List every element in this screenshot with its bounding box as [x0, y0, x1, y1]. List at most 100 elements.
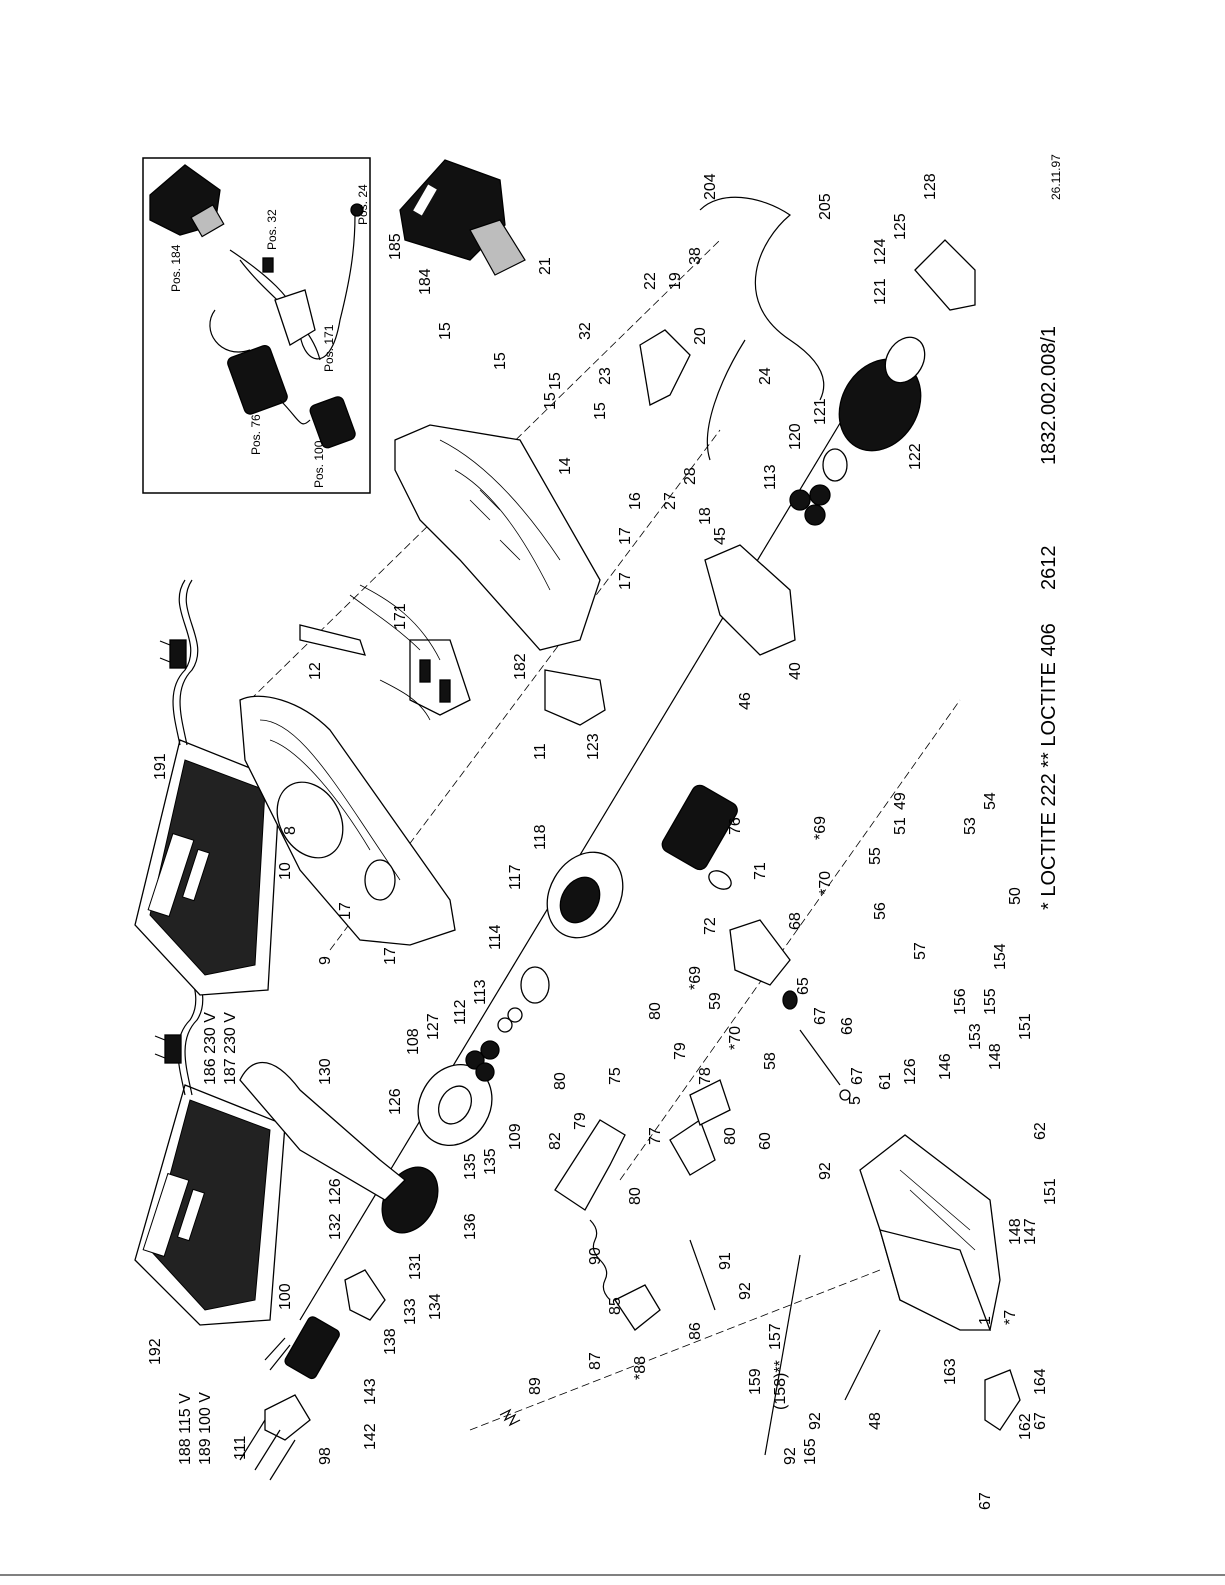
callout: 75	[607, 1067, 624, 1085]
callout: 72	[702, 917, 719, 935]
base-plate-1	[859, 1134, 1001, 1331]
callout: 128	[922, 173, 939, 200]
callout: 51	[892, 817, 909, 835]
lever-82	[554, 1119, 626, 1211]
callout: 163	[942, 1358, 959, 1385]
callout: 78	[697, 1067, 714, 1085]
callout: 91	[717, 1252, 734, 1270]
callout: 67	[1032, 1412, 1049, 1430]
spring-90	[589, 1219, 611, 1301]
callout: 80	[722, 1127, 739, 1145]
callout: 15	[492, 352, 509, 370]
callout: 67	[977, 1492, 994, 1510]
callout: 38	[687, 247, 704, 265]
callout: 67	[812, 1007, 829, 1025]
callout: 15	[437, 322, 454, 340]
callout: 54	[982, 792, 999, 810]
callout: 10	[277, 862, 294, 880]
callout: 15	[592, 402, 609, 420]
callout: 55	[867, 847, 884, 865]
voltage-187: 187 230 V	[222, 1012, 239, 1085]
washers-113	[497, 1007, 523, 1033]
callout: (158)**	[772, 1360, 789, 1410]
callout: 155	[982, 988, 999, 1015]
callout: 92	[737, 1282, 754, 1300]
callout: 61	[877, 1072, 894, 1090]
callout: 5	[847, 1096, 864, 1105]
callout: 164	[1032, 1368, 1049, 1395]
callout: 82	[547, 1132, 564, 1150]
drawing-date: 26.11.97	[1049, 154, 1063, 200]
washer-67	[839, 1089, 851, 1101]
callout: 118	[532, 824, 549, 850]
voltage-188: 188 115 V	[177, 1393, 194, 1465]
callout: 151	[1017, 1013, 1034, 1040]
handle-130	[239, 1061, 406, 1201]
callout: 98	[317, 1447, 334, 1465]
callout: 148	[1007, 1218, 1024, 1245]
callout: 45	[712, 527, 729, 545]
callout: 123	[585, 733, 602, 760]
callout: 182	[512, 653, 529, 680]
callout-labels: 191 192 111 98 100 142 143 138 133 134 1…	[147, 173, 1059, 1510]
rod-157	[764, 1254, 801, 1456]
motor-76	[661, 784, 738, 890]
battery-pack-184	[399, 159, 526, 276]
trigger-20	[639, 329, 691, 406]
callout: 154	[992, 943, 1009, 970]
inset-pos-171: Pos. 171	[322, 324, 336, 372]
callout: 153	[967, 1023, 984, 1050]
callout: 148	[987, 1043, 1004, 1070]
callout: 109	[507, 1123, 524, 1150]
callout: 85	[607, 1297, 624, 1315]
callout: 135	[462, 1153, 479, 1180]
inset-pos-100: Pos. 100	[312, 440, 326, 488]
callout: 27	[662, 492, 679, 510]
callout: 71	[752, 862, 769, 880]
shaft-66	[799, 1029, 841, 1086]
callout: 68	[787, 912, 804, 930]
inset-pos-76: Pos. 76	[249, 414, 263, 455]
callout: 165	[802, 1438, 819, 1465]
callout: 65	[795, 977, 812, 995]
handle-bar-12	[299, 624, 366, 656]
callout: 171	[392, 603, 409, 630]
callout: 151	[1042, 1178, 1059, 1205]
callout: 111	[232, 1436, 249, 1460]
callout: 24	[757, 367, 774, 385]
callout: 121	[872, 278, 889, 305]
callout: 204	[702, 173, 719, 200]
spring-89	[499, 1408, 521, 1427]
callout: 19	[667, 272, 684, 290]
motor-housing-14	[394, 424, 601, 651]
callout: 126	[387, 1088, 404, 1115]
motor-100	[264, 1316, 340, 1380]
callout: 90	[587, 1247, 604, 1265]
gear-114	[520, 966, 550, 1004]
bushing-65	[782, 990, 798, 1010]
callout: 126	[327, 1178, 344, 1205]
callout: 205	[817, 193, 834, 220]
callout: 138	[382, 1328, 399, 1355]
charger-192	[134, 919, 286, 1326]
rod-48	[844, 1329, 881, 1401]
callout: 60	[757, 1132, 774, 1150]
callout: *69	[687, 966, 704, 990]
callout: 17	[617, 527, 634, 545]
callout: 16	[627, 492, 644, 510]
callout: 56	[872, 902, 889, 920]
cap-125	[914, 239, 976, 311]
callout: *70	[727, 1026, 744, 1050]
gear-housing-118	[546, 851, 624, 939]
callout: 1	[977, 1316, 994, 1325]
callout: 80	[627, 1187, 644, 1205]
callout: 185	[387, 233, 404, 260]
callout: 130	[317, 1058, 334, 1085]
callout: 113	[472, 979, 489, 1005]
callout: 80	[552, 1072, 569, 1090]
callout: 15	[542, 392, 559, 410]
callout: 86	[687, 1322, 704, 1340]
spool-housing-40	[704, 544, 796, 656]
callout: 156	[952, 988, 969, 1015]
callout: 131	[407, 1253, 424, 1280]
